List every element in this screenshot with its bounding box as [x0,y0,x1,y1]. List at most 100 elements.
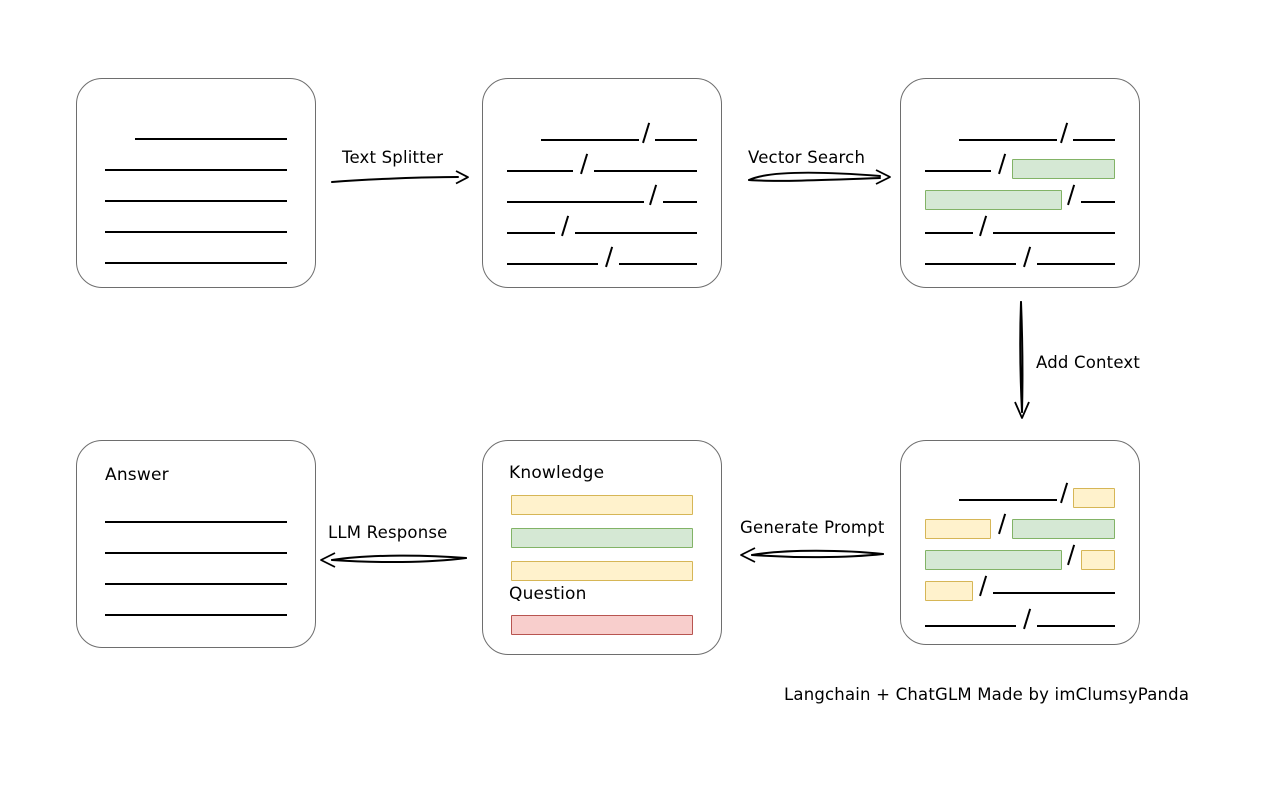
node-source-document[interactable] [76,78,316,288]
chunk-line [483,212,723,237]
diagram-caption: Langchain + ChatGLM Made by imClumsyPand… [784,685,1190,704]
separator-slash [605,246,614,268]
answer-label: Answer [105,465,169,485]
arrow-label-vector-search: Vector Search [748,148,866,167]
chunk-line [901,479,1141,508]
answer-line [77,594,317,616]
chunk-line [901,150,1141,179]
text-line-segment [105,169,287,171]
arrow-label-llm-response: LLM Response [328,523,448,542]
separator-slash [642,122,651,144]
document-line [77,118,317,140]
node-retrieved-chunks[interactable] [900,78,1140,288]
text-line-segment [105,521,287,523]
highlight-chunk-green [925,550,1062,570]
separator-slash [1023,246,1032,268]
separator-slash [998,153,1007,175]
separator-slash [998,513,1007,535]
text-line-segment [925,263,1016,265]
chunk-line [483,119,723,144]
text-line-segment [993,592,1115,594]
question-label: Question [509,584,587,604]
separator-slash [979,575,988,597]
node-prompt[interactable]: Knowledge Question [482,440,722,655]
text-line-segment [925,170,991,172]
highlight-chunk-yellow [925,519,991,539]
text-line-segment [1037,263,1115,265]
answer-line [77,563,317,585]
text-line-segment [507,201,644,203]
separator-slash [979,215,988,237]
knowledge-label: Knowledge [509,463,605,483]
chunk-line [901,605,1141,630]
node-answer[interactable]: Answer [76,440,316,648]
highlight-chunk-green [1012,159,1115,179]
document-line [77,242,317,264]
text-line-segment [663,201,697,203]
highlight-chunk-green [1012,519,1115,539]
text-line-segment [1037,625,1115,627]
text-line-segment [959,139,1057,141]
document-line [77,149,317,171]
arrow-text-splitter [331,170,469,185]
text-line-segment [105,614,287,616]
text-line-segment [575,232,697,234]
text-line-segment [507,263,598,265]
highlight-chunk-green [925,190,1062,210]
chunk-line [901,572,1141,601]
answer-line [77,532,317,554]
knowledge-bar-green [511,528,693,548]
text-line-segment [105,200,287,202]
text-line-segment [507,232,555,234]
text-line-segment [1073,139,1115,141]
separator-slash [1023,608,1032,630]
separator-slash [1060,482,1069,504]
document-line [77,211,317,233]
arrow-label-add-context: Add Context [1036,353,1141,372]
node-context-chunks[interactable] [900,440,1140,645]
text-line-segment [959,499,1057,501]
arrow-vector-search [748,169,891,185]
text-line-segment [507,170,573,172]
chunk-line [901,541,1141,570]
text-line-segment [105,552,287,554]
text-line-segment [925,625,1016,627]
answer-line [77,501,317,523]
text-line-segment [619,263,697,265]
chunk-line [901,212,1141,237]
text-line-segment [925,232,973,234]
arrow-label-generate-prompt: Generate Prompt [740,518,885,537]
arrow-generate-prompt [740,547,884,563]
separator-slash [1067,184,1076,206]
node-split-chunks[interactable] [482,78,722,288]
text-line-segment [541,139,639,141]
knowledge-bar-yellow [511,561,693,581]
chunk-line [901,119,1141,144]
chunk-line [483,150,723,175]
chunk-line [483,243,723,268]
text-line-segment [993,232,1115,234]
knowledge-bar-yellow [511,495,693,515]
text-line-segment [105,262,287,264]
text-line-segment [1081,201,1115,203]
separator-slash [580,153,589,175]
arrow-add-context [1014,301,1030,419]
arrow-llm-response [320,552,467,568]
arrow-label-text-splitter: Text Splitter [342,148,444,167]
highlight-chunk-yellow [1073,488,1115,508]
chunk-line [483,181,723,206]
question-bar-red [511,615,693,635]
text-line-segment [655,139,697,141]
separator-slash [1067,544,1076,566]
chunk-line [901,181,1141,210]
text-line-segment [105,231,287,233]
chunk-line [901,243,1141,268]
highlight-chunk-yellow [1081,550,1115,570]
separator-slash [1060,122,1069,144]
text-line-segment [135,138,287,140]
separator-slash [561,215,570,237]
chunk-line [901,510,1141,539]
highlight-chunk-yellow [925,581,973,601]
text-line-segment [105,583,287,585]
